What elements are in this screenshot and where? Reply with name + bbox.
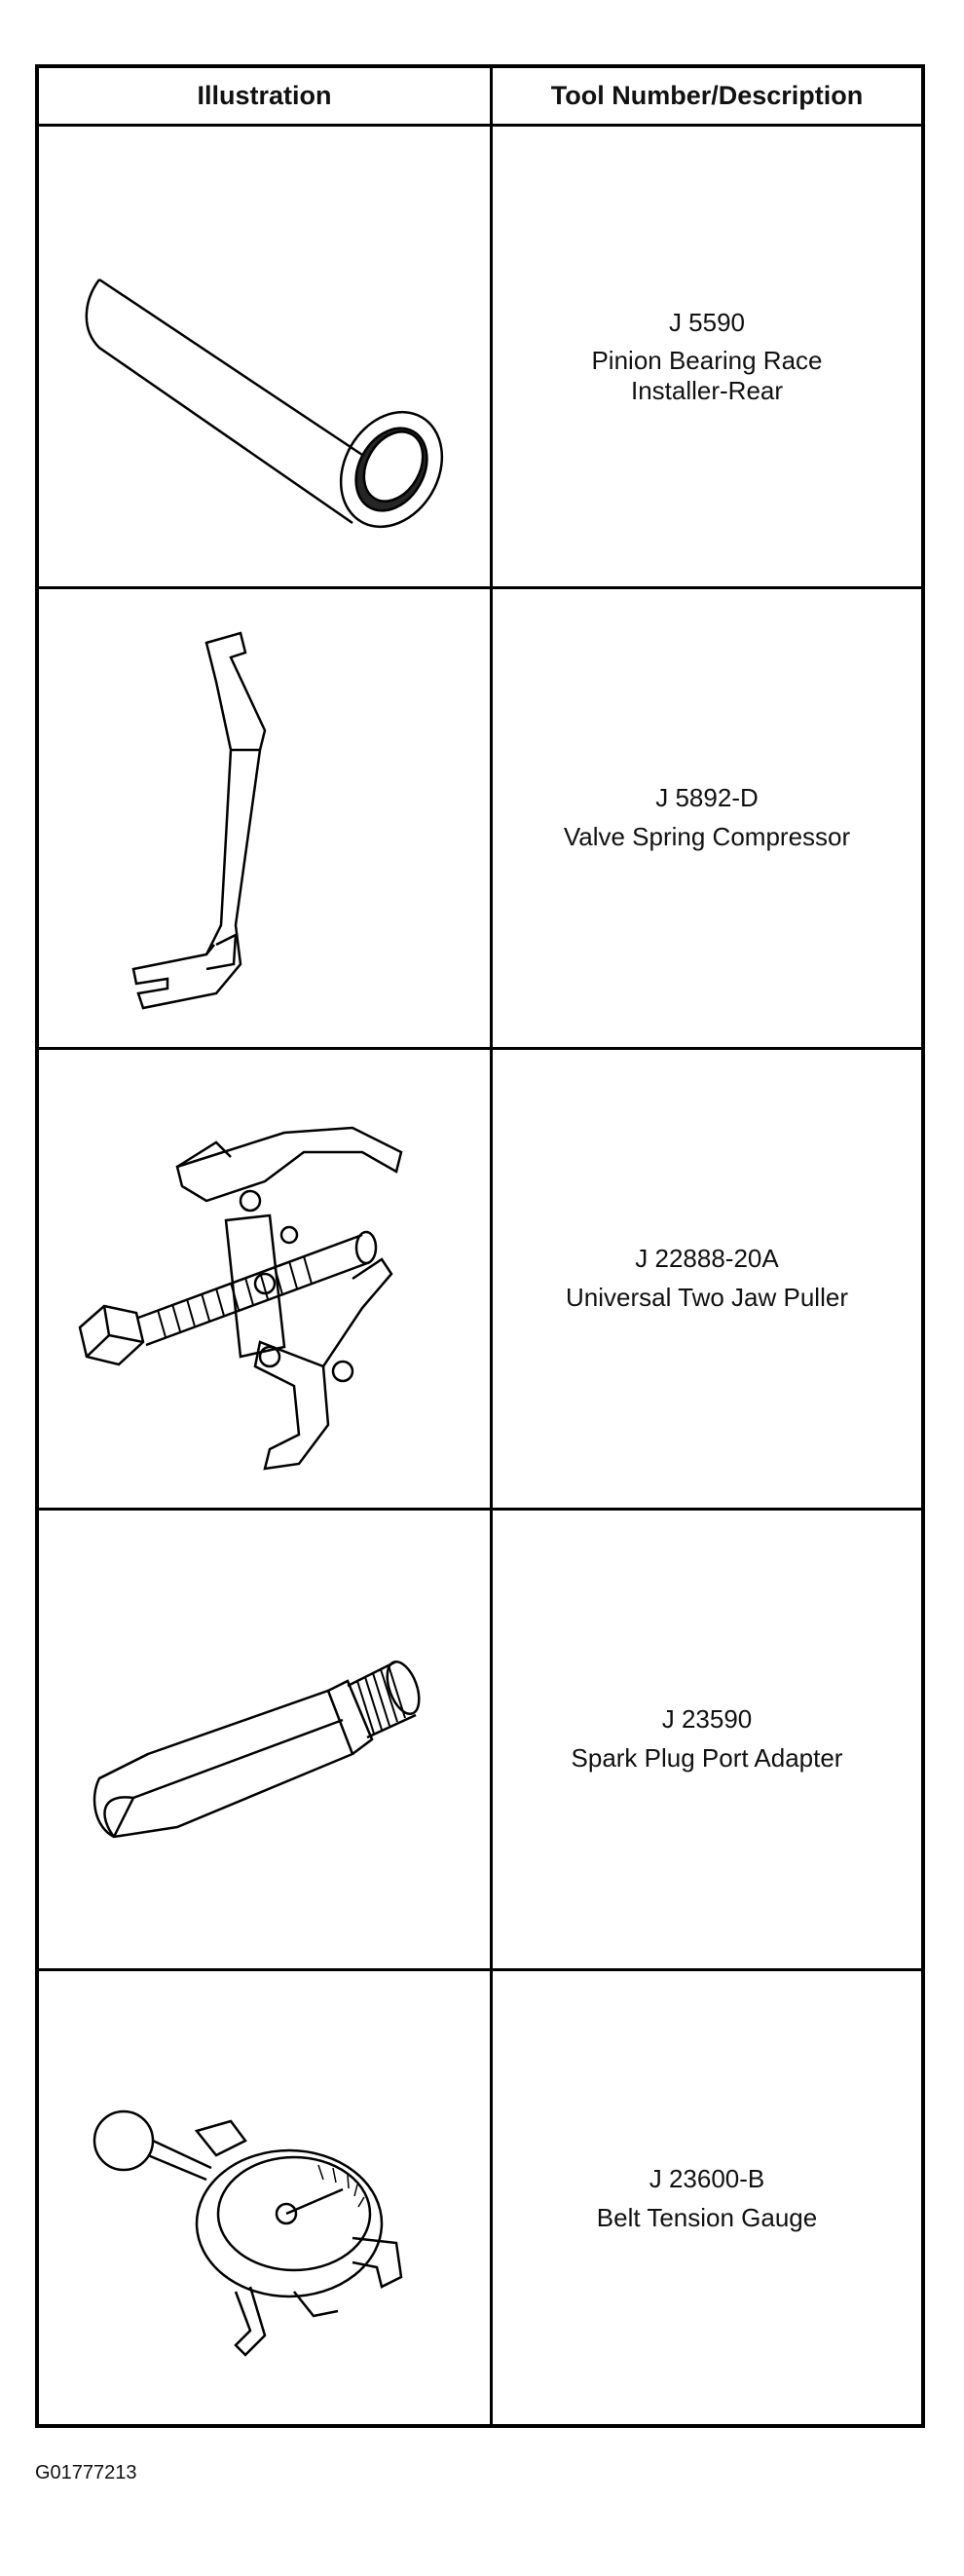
tension-gauge-icon — [39, 1969, 490, 2428]
tool-number: J 23590 — [661, 1704, 753, 1735]
table-row: J 22888-20A Universal Two Jaw Puller — [39, 1048, 921, 1511]
tool-table: Illustration Tool Number/Description J 5… — [35, 64, 925, 2428]
tool-number: J 22888-20A — [635, 1244, 779, 1274]
tool-description: J 22888-20A Universal Two Jaw Puller — [493, 1048, 921, 1509]
column-divider — [490, 68, 493, 2424]
table-row: J 5892-D Valve Spring Compressor — [39, 587, 921, 1050]
table-row: J 23600-B Belt Tension Gauge — [39, 1969, 921, 2428]
table-row: J 5590 Pinion Bearing Race Installer-Rea… — [39, 127, 921, 589]
cylinder-tool-icon — [39, 127, 490, 587]
tool-desc-line1: Valve Spring Compressor — [563, 821, 851, 851]
tool-description: J 5590 Pinion Bearing Race Installer-Rea… — [493, 127, 921, 587]
tool-desc-line2: Installer-Rear — [630, 376, 784, 406]
lever-compressor-icon — [39, 587, 490, 1048]
tool-number: J 5590 — [668, 307, 746, 337]
row-divider — [39, 1047, 921, 1050]
table-row: J 23590 Spark Plug Port Adapter — [39, 1509, 921, 1971]
row-divider — [39, 1508, 921, 1511]
header-tool-description: Tool Number/Description — [550, 81, 864, 110]
tool-desc-line1: Spark Plug Port Adapter — [571, 1742, 843, 1773]
tool-number: J 23600-B — [649, 2164, 765, 2194]
tool-description: J 23600-B Belt Tension Gauge — [493, 1969, 921, 2428]
port-adapter-icon — [39, 1509, 490, 1969]
row-divider — [39, 1968, 921, 1971]
tool-number: J 5892-D — [655, 783, 759, 813]
tool-desc-line1: Universal Two Jaw Puller — [566, 1282, 848, 1312]
row-divider — [39, 586, 921, 589]
tool-desc-line1: Belt Tension Gauge — [596, 2202, 818, 2232]
tool-description: J 23590 Spark Plug Port Adapter — [493, 1509, 921, 1969]
tool-description: J 5892-D Valve Spring Compressor — [493, 587, 921, 1048]
header-illustration: Illustration — [197, 81, 332, 110]
jaw-puller-icon — [39, 1048, 490, 1509]
figure-code: G01777213 — [35, 2462, 137, 2483]
tool-desc-line1: Pinion Bearing Race — [591, 345, 823, 375]
table-header: Illustration Tool Number/Description — [39, 68, 921, 127]
